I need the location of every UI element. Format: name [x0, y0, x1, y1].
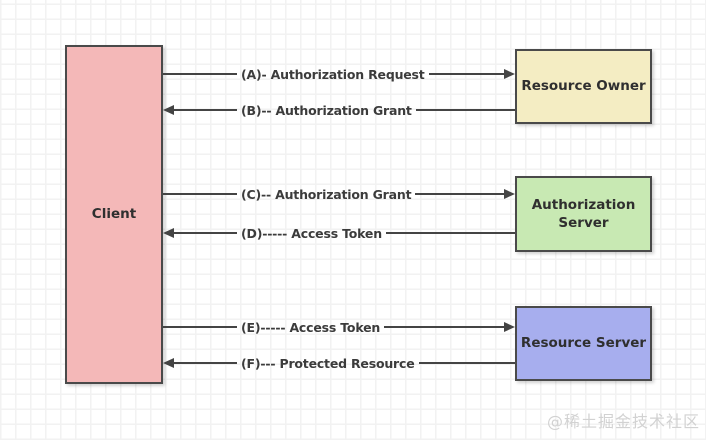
edge-authorization-grant-c: (C)-- Authorization Grant: [163, 186, 515, 202]
edge-authorization-grant-b: (B)-- Authorization Grant: [163, 102, 515, 118]
edge-line: [163, 72, 237, 76]
edge-line: [418, 361, 515, 365]
node-authorization-server: Authorization Server: [515, 176, 652, 252]
edge-line: [415, 192, 504, 196]
edge-access-token-d: (D)----- Access Token: [163, 225, 515, 241]
arrowhead-left-icon: [163, 105, 174, 115]
edge-label-a: (A)- Authorization Request: [241, 66, 425, 82]
edge-line: [163, 325, 237, 329]
node-client-label: Client: [91, 206, 137, 223]
node-resource-owner-label: Resource Owner: [521, 78, 646, 95]
arrowhead-right-icon: [504, 189, 515, 199]
edge-label-e: (E)----- Access Token: [241, 319, 381, 335]
edge-line: [174, 108, 237, 112]
edge-access-token-e: (E)----- Access Token: [163, 319, 515, 335]
node-authorization-server-label: Authorization Server: [531, 196, 636, 231]
edge-line: [385, 231, 515, 235]
edge-label-c: (C)-- Authorization Grant: [241, 186, 412, 202]
edge-label-b: (B)-- Authorization Grant: [241, 102, 412, 118]
edge-label-f: (F)--- Protected Resource: [241, 355, 415, 371]
node-resource-owner: Resource Owner: [515, 49, 652, 124]
node-resource-server-label: Resource Server: [520, 335, 647, 352]
arrowhead-left-icon: [163, 358, 174, 368]
node-client: Client: [65, 45, 163, 384]
edge-line: [428, 72, 504, 76]
arrowhead-left-icon: [163, 228, 174, 238]
edge-line: [163, 192, 237, 196]
edge-label-d: (D)----- Access Token: [241, 225, 382, 241]
watermark: @稀土掘金技术社区: [546, 412, 700, 431]
edge-protected-resource: (F)--- Protected Resource: [163, 355, 515, 371]
edge-line: [384, 325, 504, 329]
arrowhead-right-icon: [504, 322, 515, 332]
edge-line: [174, 231, 237, 235]
arrowhead-right-icon: [504, 69, 515, 79]
edge-line: [174, 361, 237, 365]
node-resource-server: Resource Server: [515, 306, 652, 381]
edge-authorization-request: (A)- Authorization Request: [163, 66, 515, 82]
edge-line: [415, 108, 515, 112]
